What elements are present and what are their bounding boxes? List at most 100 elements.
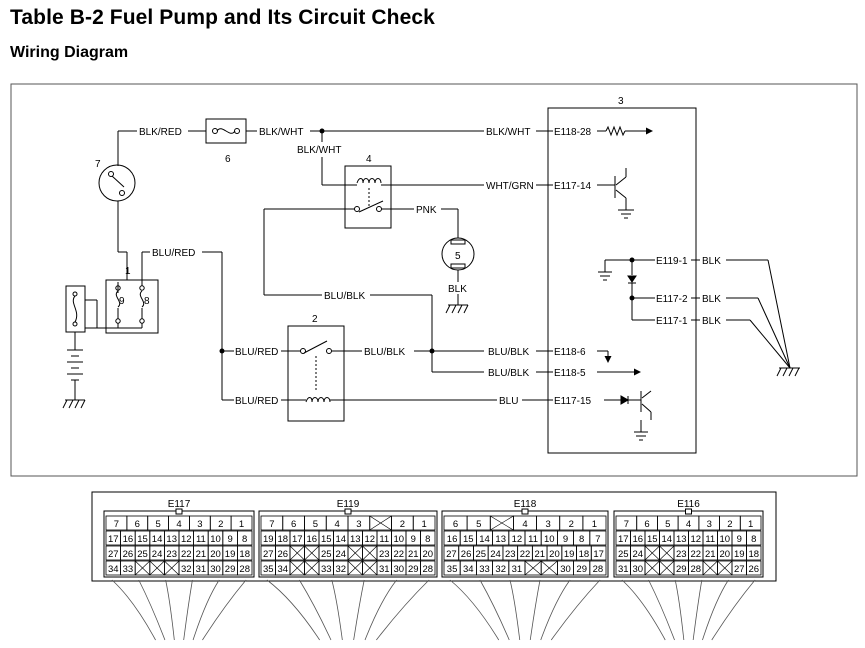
connector-pin-number: 19	[225, 549, 236, 560]
connector-pin-number: 5	[476, 519, 481, 530]
connector-blank-pin	[540, 560, 558, 576]
connector-pin-number: 24	[632, 549, 643, 560]
connector-pin-number: 7	[269, 519, 274, 530]
connector-blank-pin	[149, 560, 165, 576]
connector-pin-number: 28	[690, 564, 701, 575]
connector-pin-number: 10	[544, 534, 555, 545]
connector-pin-number: 20	[210, 549, 221, 560]
connector-name: E116	[677, 499, 700, 510]
component-number-4: 4	[366, 154, 372, 165]
connector-pin-number: 19	[734, 549, 745, 560]
connector-pin-number: 21	[705, 549, 716, 560]
connector-blank-pin	[362, 560, 378, 576]
wire-label-blk-wht-top: BLK/WHT	[259, 127, 303, 138]
battery-icon	[67, 349, 83, 381]
connector-pin-cell	[746, 560, 762, 576]
connector-pin-number: 10	[210, 534, 221, 545]
harness-wires	[449, 579, 601, 641]
wire-label-blk-pump: BLK	[448, 284, 467, 295]
connector-blank-pin	[289, 560, 305, 576]
connector-blank-pin	[304, 560, 320, 576]
wire-label-blu-blk-mid: BLU/BLK	[324, 291, 365, 302]
wire-label-blu-blk-e1185: BLU/BLK	[488, 368, 529, 379]
connector-pin-number: 15	[463, 534, 474, 545]
connector-blank-pin	[717, 560, 733, 576]
component-number-1: 1	[125, 266, 131, 277]
connector-pin-cell	[230, 515, 253, 531]
connector-pin-number: 19	[564, 549, 575, 560]
connector-pin-number: 14	[335, 534, 346, 545]
connector-blank-pin	[524, 560, 542, 576]
terminal-e118-5: E118-5	[554, 368, 586, 379]
connector-pin-number: 13	[166, 534, 177, 545]
connector-pin-number: 23	[379, 549, 390, 560]
component-number-3: 3	[618, 96, 624, 107]
connector-pin-number: 31	[512, 564, 523, 575]
diagram-frame	[10, 83, 858, 477]
connector-pin-number: 9	[737, 534, 742, 545]
connector-pin-number: 14	[661, 534, 672, 545]
connector-pin-number: 11	[196, 534, 206, 545]
connector-pin-number: 4	[176, 519, 181, 530]
wire-label-wht-grn: WHT/GRN	[486, 181, 534, 192]
connector-pin-number: 15	[647, 534, 658, 545]
page-title: Table B-2 Fuel Pump and Its Circuit Chec…	[10, 6, 435, 29]
connector-pin-number: 6	[135, 519, 140, 530]
connector-pin-number: 7	[114, 519, 119, 530]
connector-pin-number: 25	[321, 549, 332, 560]
connector-pin-number: 31	[618, 564, 629, 575]
connector-pin-number: 15	[321, 534, 332, 545]
connector-pin-number: 16	[632, 534, 643, 545]
connector-pin-number: 2	[569, 519, 574, 530]
wire-label-blk-wht-main: BLK/WHT	[486, 127, 530, 138]
connector-pin-number: 17	[593, 549, 604, 560]
connector-pin-number: 20	[549, 549, 560, 560]
connector-pin-number: 17	[292, 534, 303, 545]
connector-pin-number: 21	[408, 549, 419, 560]
connector-pin-number: 1	[421, 519, 426, 530]
component-number-2: 2	[312, 314, 318, 325]
connector-blank-pin	[659, 560, 675, 576]
connector-pin-number: 12	[690, 534, 701, 545]
ecm-box	[547, 107, 697, 454]
connector-pin-cell	[236, 530, 253, 546]
connector-pin-number: 11	[528, 534, 538, 545]
connector-pin-number: 25	[618, 549, 629, 560]
component-number-6: 6	[225, 154, 231, 165]
connector-blank-pin	[644, 545, 660, 561]
connector-pin-number: 6	[291, 519, 296, 530]
connector-blank-pin	[362, 545, 378, 561]
connector-pin-number: 24	[335, 549, 346, 560]
connector-blank-pin	[347, 545, 363, 561]
connector-pin-number: 35	[263, 564, 274, 575]
connector-name: E119	[337, 499, 360, 510]
connector-pin-number: 1	[748, 519, 753, 530]
connector-pin-number: 3	[707, 519, 712, 530]
connector-pin-number: 23	[505, 549, 516, 560]
connector-pin-number: 7	[624, 519, 629, 530]
connector-pin-number: 5	[155, 519, 160, 530]
connector-pin-number: 17	[108, 534, 119, 545]
connector-pin-number: 3	[356, 519, 361, 530]
wire-label-blu-red-bot: BLU/RED	[235, 396, 278, 407]
connector-pin-cell	[420, 560, 436, 576]
terminal-e118-6: E118-6	[554, 347, 586, 358]
connector-pin-number: 8	[751, 534, 756, 545]
wire-label-blk-3: BLK	[702, 316, 721, 327]
connector-pin-number: 8	[425, 534, 430, 545]
connector-pin-number: 16	[306, 534, 317, 545]
connector-blank-pin	[702, 560, 718, 576]
connector-pin-number: 9	[411, 534, 416, 545]
connector-pin-number: 2	[218, 519, 223, 530]
connector-pin-number: 22	[181, 549, 192, 560]
connector-pin-number: 17	[618, 534, 629, 545]
wire-label-blu-red-mid: BLU/RED	[235, 347, 278, 358]
connector-pin-number: 5	[665, 519, 670, 530]
connector-pin-number: 32	[181, 564, 192, 575]
connector-blank-pin	[304, 545, 320, 561]
connector-blank-pin	[163, 560, 180, 576]
harness-wires	[111, 579, 247, 641]
